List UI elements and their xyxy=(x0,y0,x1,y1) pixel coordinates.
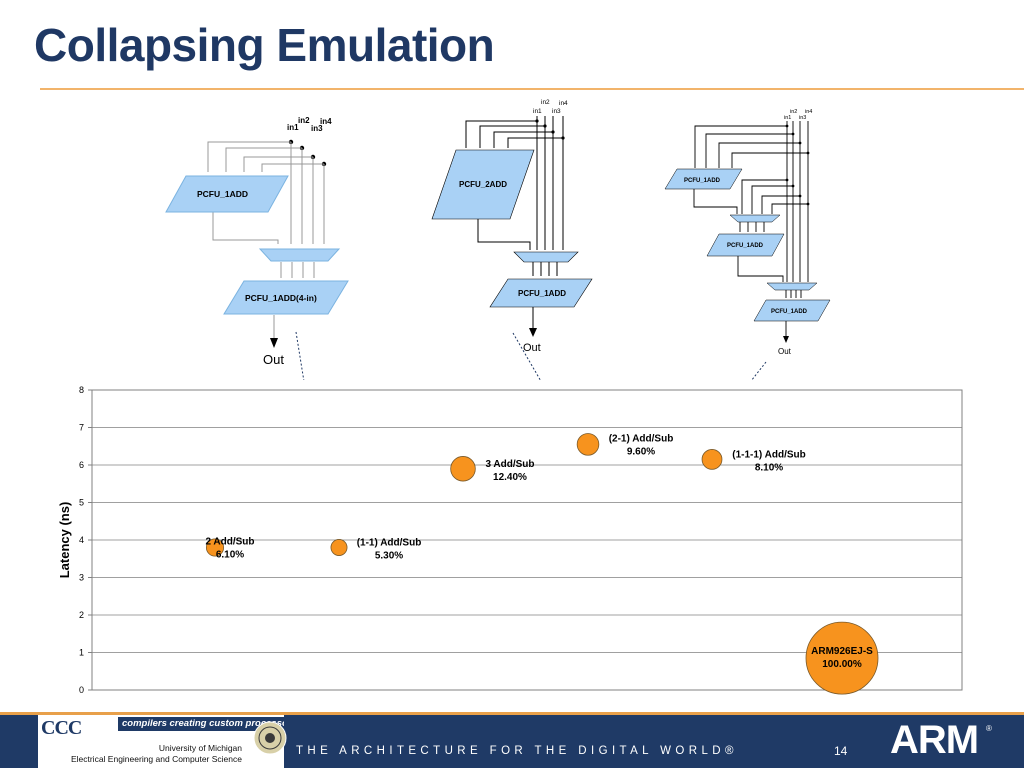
bubble-label: 3 Add/Sub xyxy=(485,459,534,470)
bubble-label: (1-1) Add/Sub xyxy=(357,538,422,549)
mux xyxy=(513,251,579,263)
slide-title: Collapsing Emulation xyxy=(34,19,495,71)
pcfu-unit xyxy=(223,280,349,315)
pcfu-unit xyxy=(753,299,831,322)
ccc-tagline: compilers creating custom processors xyxy=(118,717,284,731)
bubble-point xyxy=(330,539,348,556)
bubble-series: 2 Add/Sub 6.10% (1-1) Add/Sub 5.30% 3 Add/Su… xyxy=(205,433,879,695)
y-tick-label: 7 xyxy=(79,423,84,433)
y-tick-label: 8 xyxy=(79,385,84,395)
input-label: in2 xyxy=(298,116,310,125)
input-label: in1 xyxy=(287,123,299,132)
datapath-diagrams: in1 in2 in3 in4 PCFU_1ADD PCFU_1ADD(4-in… xyxy=(165,99,831,380)
latency-chart: 0 1 2 3 4 5 6 7 8 Latency (ns) 2 Add/Sub 6.10% (1-… xyxy=(57,385,963,695)
unit-label: PCFU_1ADD xyxy=(197,189,248,199)
y-tick-label: 4 xyxy=(79,535,84,545)
bubble-value-label: 100.00% xyxy=(822,659,862,670)
bubble-point xyxy=(205,538,225,557)
unit-label: PCFU_1ADD xyxy=(518,289,566,298)
arm-registered-mark: ® xyxy=(986,724,992,733)
input-label: in2 xyxy=(541,99,550,106)
y-tick-label: 6 xyxy=(79,460,84,470)
unit-label: PCFU_1ADD xyxy=(771,309,808,315)
ccc-logo: CCC xyxy=(41,717,82,739)
unit-label: PCFU_1ADD xyxy=(727,243,764,249)
bubble-value-label: 5.30% xyxy=(375,551,403,562)
y-tick-label: 3 xyxy=(79,573,84,583)
pcfu-unit xyxy=(165,175,289,213)
university-name: University of Michigan xyxy=(158,743,242,753)
y-tick-label: 1 xyxy=(79,648,84,658)
university-seal-icon xyxy=(253,721,287,755)
y-axis-label: Latency (ns) xyxy=(57,502,72,579)
y-tick-label: 0 xyxy=(79,685,84,695)
pcfu-unit xyxy=(706,233,785,257)
unit-label: PCFU_1ADD xyxy=(684,178,721,184)
page-number: 14 xyxy=(834,744,848,758)
out-label: Out xyxy=(523,342,541,354)
bubble-label: (1-1-1) Add/Sub xyxy=(732,449,806,460)
unit-label: PCFU_2ADD xyxy=(459,180,507,189)
footer-tagline: THE ARCHITECTURE FOR THE DIGITAL WORLD® xyxy=(296,745,738,757)
diagram-right: in1 in2 in3 in4 xyxy=(664,109,831,356)
pcfu-unit xyxy=(431,149,535,220)
bubble-point xyxy=(576,433,600,456)
mux xyxy=(766,282,818,291)
out-label: Out xyxy=(778,347,792,356)
bubble-value-label: 9.60% xyxy=(627,446,655,457)
input-label: in1 xyxy=(533,108,542,115)
input-label: in3 xyxy=(799,115,806,121)
diagram-middle: in1 in2 in3 in4 PCFU_2ADD PCFU_1ADD xyxy=(431,99,593,354)
bubble-label: ARM926EJ-S xyxy=(811,646,873,657)
footer-rule xyxy=(0,712,1024,715)
pcfu-unit xyxy=(664,168,743,190)
y-tick-label: 5 xyxy=(79,498,84,508)
arm-logo: ARM xyxy=(890,718,979,762)
input-label: in2 xyxy=(790,109,797,115)
grid-lines xyxy=(92,427,962,653)
bubble-label: (2-1) Add/Sub xyxy=(609,433,674,444)
bubble-label: 2 Add/Sub xyxy=(205,537,254,548)
pointer-arrow xyxy=(295,331,305,380)
unit-label: PCFU_1ADD(4-in) xyxy=(245,293,317,303)
bubble-value-label: 8.10% xyxy=(755,462,783,473)
mux xyxy=(729,214,781,223)
mux xyxy=(258,248,341,262)
y-axis: 0 1 2 3 4 5 6 7 8 xyxy=(79,385,92,695)
bubble-value-label: 6.10% xyxy=(216,550,244,561)
ccc-logo-box: CCC compilers creating custom processors… xyxy=(38,715,284,768)
input-label: in3 xyxy=(311,124,323,133)
input-label: in4 xyxy=(559,100,568,107)
bubble-point xyxy=(701,449,723,470)
input-label: in4 xyxy=(805,109,812,115)
diagram-left: in1 in2 in3 in4 PCFU_1ADD PCFU_1ADD(4-in… xyxy=(165,116,349,367)
input-label: in3 xyxy=(552,108,561,115)
input-label: in4 xyxy=(320,117,332,126)
pcfu-unit xyxy=(489,278,593,308)
input-label: in1 xyxy=(784,115,791,121)
department-name: Electrical Engineering and Computer Scie… xyxy=(70,754,242,764)
bubble-value-label: 12.40% xyxy=(493,472,527,483)
title-rule xyxy=(40,88,1024,90)
y-tick-label: 2 xyxy=(79,610,84,620)
bubble-point xyxy=(450,456,476,482)
out-label: Out xyxy=(263,352,284,367)
bubble-point xyxy=(805,621,879,695)
